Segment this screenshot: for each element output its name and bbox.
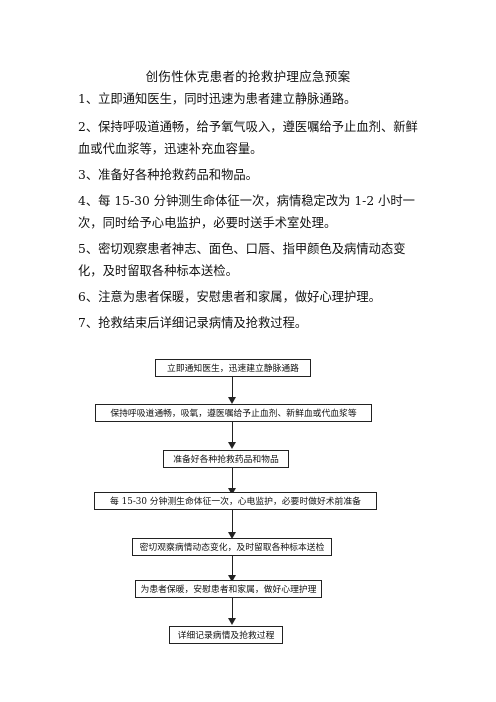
flow-arrow-6 bbox=[232, 598, 233, 618]
flow-box-2: 保持呼吸道通畅，吸氧，遵医嘱给予止血剂、新鲜血或代血浆等 bbox=[95, 404, 372, 422]
step-2: 2、保持呼吸道通畅，给予氧气吸入，遵医嘱给予止血剂、新鲜血或代血浆等，迅速补充血… bbox=[78, 120, 418, 156]
flow-arrowhead-6 bbox=[228, 618, 236, 625]
step-7: 7、抢救结束后详细记录病情及抢救过程。 bbox=[78, 316, 308, 330]
step-6: 6、注意为患者保暖，安慰患者和家属，做好心理护理。 bbox=[78, 290, 381, 304]
flow-arrow-1 bbox=[232, 377, 233, 397]
step-4: 4、每 15-30 分钟测生命体征一次，病情稳定改为 1-2 小时一次，同时给予… bbox=[78, 194, 415, 230]
flow-box-7: 详细记录病情及抢救过程 bbox=[169, 626, 283, 644]
flow-box-6: 为患者保暖，安慰患者和家属，做好心理护理 bbox=[135, 580, 322, 598]
flow-arrowhead-2 bbox=[228, 442, 236, 449]
flow-arrow-5 bbox=[232, 556, 233, 575]
flow-arrowhead-1 bbox=[228, 397, 236, 404]
flow-box-5: 密切观察病情动态变化，及时留取各种标本送检 bbox=[132, 538, 332, 556]
document-title: 创伤性休克患者的抢救护理应急预案 bbox=[145, 69, 351, 84]
flow-arrow-2 bbox=[232, 422, 233, 442]
flow-box-1: 立即通知医生，迅速建立静脉通路 bbox=[155, 359, 311, 377]
flow-box-4: 每 15-30 分钟测生命体征一次，心电监护，必要时做好术前准备 bbox=[94, 492, 377, 510]
flow-arrowhead-4 bbox=[228, 532, 236, 539]
flow-arrowhead-5 bbox=[228, 575, 236, 582]
flow-arrow-4 bbox=[232, 510, 233, 532]
step-1: 1、立即通知医生，同时迅速为患者建立静脉通路。 bbox=[78, 92, 357, 106]
step-3: 3、准备好各种抢救药品和物品。 bbox=[78, 168, 258, 182]
flow-arrow-3 bbox=[232, 468, 233, 488]
flow-box-3: 准备好各种抢救药品和物品 bbox=[163, 450, 289, 468]
step-5: 5、密切观察患者神志、面色、口唇、指甲颜色及病情动态变化，及时留取各种标本送检。 bbox=[78, 242, 406, 278]
flow-arrowhead-3 bbox=[228, 488, 236, 495]
